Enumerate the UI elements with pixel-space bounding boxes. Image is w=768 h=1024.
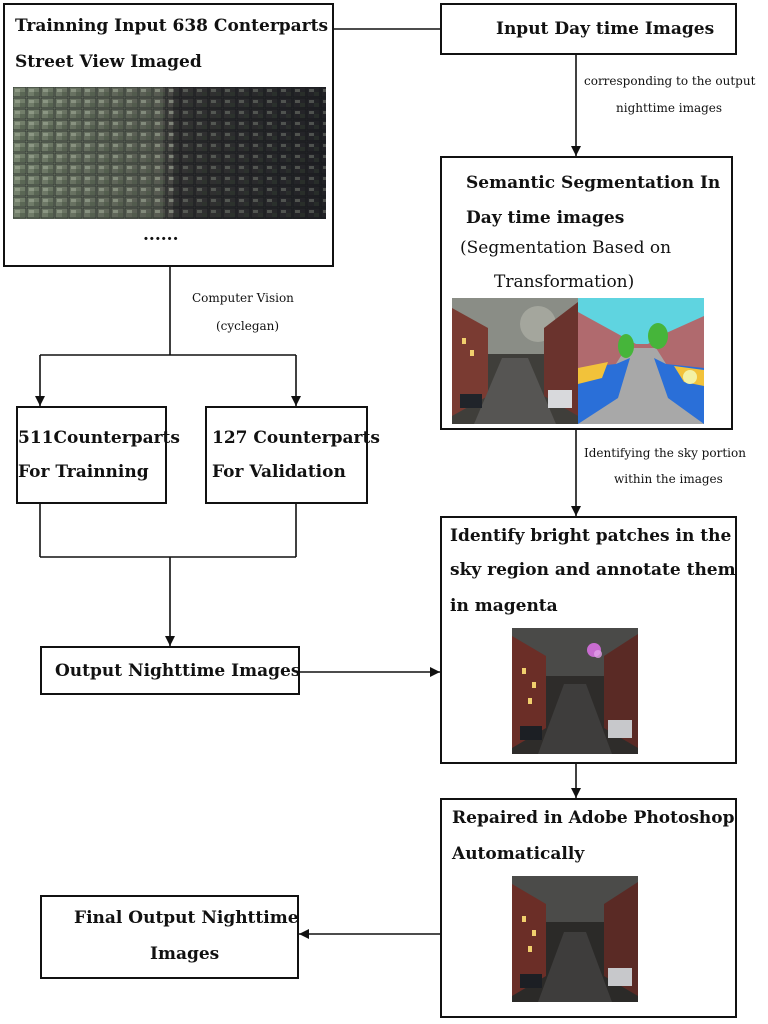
input-daytime-title: Input Day time Images [496,19,715,39]
validation-split-box: 127 Counterparts For Validation [205,406,380,504]
repaired-line2: Automatically [452,844,585,864]
final-output-line1: Final Output Nighttime [74,908,299,928]
training-title-line2: Street View Imaged [15,52,202,72]
training-input-box: Trainning Input 638 Conterparts Street V… [3,3,334,267]
identify-line3: in magenta [450,596,558,616]
semantic-segmentation-box: Semantic Segmentation In Day time images… [440,156,733,430]
final-output-box: Final Output Nighttime Images [40,895,299,979]
final-output-line2: Images [150,944,220,964]
identify-bright-patches-box: Identify bright patches in the sky regio… [440,516,737,764]
training-split-line1: 511Counterparts [18,428,180,448]
segmentation-title-line2: Day time images [466,208,625,228]
validation-split-line1: 127 Counterparts [212,428,380,448]
note-sky-line2: within the images [614,472,723,486]
street-view-mosaic-image [13,87,326,219]
note-computer-vision-line2: (cyclegan) [216,319,280,333]
identify-line1: Identify bright patches in the [450,526,732,546]
training-split-box: 511Counterparts For Trainning [16,406,180,504]
magenta-annotated-photo [512,628,638,754]
note-sky-line1: Identifying the sky portion [584,446,746,460]
segmentation-mask-image [578,298,704,424]
input-daytime-box: Input Day time Images [440,3,737,55]
note-corresponding-line1: corresponding to the output [584,74,756,88]
repaired-night-photo [512,876,638,1002]
segmentation-subtitle-line1: (Segmentation Based on [460,238,672,258]
segmentation-title-line1: Semantic Segmentation In [466,173,721,193]
note-computer-vision-line1: Computer Vision [192,291,294,305]
segmentation-subtitle-line2: Transformation) [494,272,635,292]
training-ellipsis: ...... [143,225,179,245]
identify-line2: sky region and annotate them [450,560,736,580]
training-title-line1: Trainning Input 638 Conterparts [15,16,329,36]
validation-split-line2: For Validation [212,462,346,482]
repaired-photoshop-box: Repaired in Adobe Photoshop Automaticall… [440,798,737,1018]
training-split-line2: For Trainning [18,462,149,482]
output-nighttime-box: Output Nighttime Images [40,646,300,695]
repaired-line1: Repaired in Adobe Photoshop [452,808,735,828]
output-nighttime-title: Output Nighttime Images [55,661,301,681]
note-corresponding-line2: nighttime images [616,101,723,115]
daytime-street-photo [452,298,578,424]
